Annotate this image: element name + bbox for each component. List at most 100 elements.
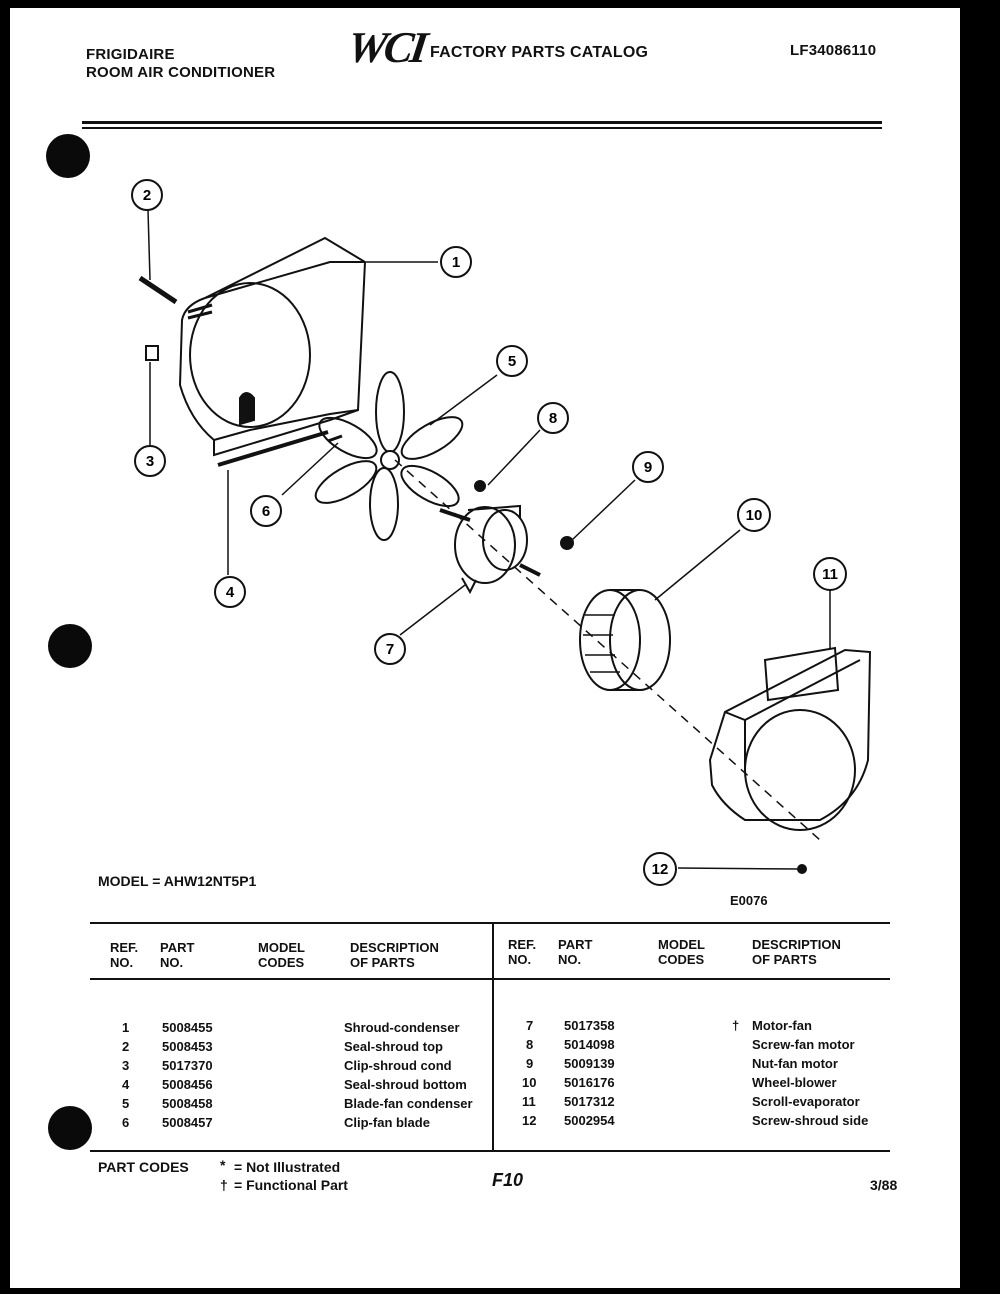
seal-bottom-part	[217, 430, 329, 467]
callout-7: 7	[374, 633, 406, 665]
header-rule-thin	[82, 127, 882, 129]
svg-text:6: 6	[262, 503, 270, 520]
part-no: 5008456	[162, 1077, 213, 1092]
clip-part	[145, 345, 159, 361]
brand-name: FRIGIDAIRE	[86, 46, 175, 63]
product-name: ROOM AIR CONDITIONER	[86, 64, 276, 81]
svg-text:1: 1	[452, 254, 460, 271]
part-no: 5002954	[564, 1113, 615, 1128]
callout-6: 6	[250, 495, 282, 527]
drawing-code: E0076	[730, 893, 768, 908]
callout-8: 8	[537, 402, 569, 434]
binder-hole	[48, 1106, 92, 1150]
fan-motor-part	[439, 504, 541, 595]
part-description: Nut-fan motor	[752, 1056, 838, 1071]
part-no: 5008457	[162, 1115, 213, 1130]
fan-blade-part	[314, 371, 464, 541]
part-codes-label: PART CODES	[98, 1159, 189, 1175]
svg-text:10: 10	[746, 507, 763, 524]
svg-text:3: 3	[146, 453, 154, 470]
svg-text:12: 12	[652, 861, 669, 878]
part-description: Shroud-condenser	[344, 1020, 460, 1035]
catalog-title: FACTORY PARTS CATALOG	[430, 44, 649, 61]
ref-no: 1	[122, 1020, 130, 1035]
part-no: 5014098	[564, 1037, 615, 1052]
callout-9: 9	[632, 451, 664, 483]
part-no: 5008455	[162, 1020, 213, 1035]
svg-text:2: 2	[143, 187, 151, 204]
ref-no: 12	[522, 1113, 537, 1128]
code-not-illustrated: = Not Illustrated	[234, 1159, 341, 1175]
condenser-shroud-part	[178, 236, 367, 457]
part-no: 5017312	[564, 1094, 615, 1109]
svg-text:8: 8	[549, 410, 557, 427]
part-description: Screw-fan motor	[752, 1037, 855, 1052]
svg-text:4: 4	[226, 584, 235, 601]
part-no: 5017358	[564, 1018, 615, 1033]
part-description: Screw-shroud side	[752, 1113, 869, 1128]
model-code: †	[732, 1018, 740, 1033]
svg-text:9: 9	[644, 459, 652, 476]
code-functional-part: = Functional Part	[234, 1177, 348, 1193]
part-description: Scroll-evaporator	[752, 1094, 860, 1109]
binder-hole	[48, 624, 92, 668]
callout-3: 3	[134, 445, 166, 477]
ref-no: 6	[122, 1115, 130, 1130]
nut-motor-part	[560, 536, 574, 550]
part-description: Motor-fan	[752, 1018, 812, 1033]
callout-1: 1	[440, 246, 472, 278]
callout-11: 11	[813, 557, 847, 591]
ref-no: 3	[122, 1058, 130, 1073]
screw-shroud-part	[797, 864, 807, 874]
ref-no: 11	[522, 1094, 536, 1109]
part-description: Blade-fan condenser	[344, 1096, 473, 1111]
callout-2: 2	[131, 179, 163, 211]
part-no: 5008453	[162, 1039, 213, 1054]
table-column-divider	[492, 922, 494, 1151]
seal-top-part	[138, 275, 178, 305]
header-rule	[82, 121, 882, 124]
callout-10: 10	[737, 498, 771, 532]
part-description: Wheel-blower	[752, 1075, 837, 1090]
part-no: 5008458	[162, 1096, 213, 1111]
ref-no: 5	[122, 1096, 130, 1111]
callout-labels: 1 2 3 4 5 6 7 8 9 10 11 12	[131, 179, 847, 886]
scroll-evaporator-part	[708, 646, 872, 831]
ref-no: 4	[122, 1077, 130, 1092]
part-description: Seal-shroud bottom	[344, 1077, 467, 1092]
header-ref-no-right: REF.NO.	[508, 937, 537, 967]
table-header-rule	[90, 978, 890, 980]
part-description: Clip-fan blade	[344, 1115, 430, 1130]
header-ref-no-left: REF.NO.	[110, 940, 139, 970]
screw-motor-part	[474, 480, 486, 492]
table-bottom-rule	[90, 1150, 890, 1152]
ref-no: 10	[522, 1075, 537, 1090]
catalog-sheet	[10, 8, 960, 1288]
issue-date: 3/88	[870, 1177, 898, 1193]
svg-text:7: 7	[386, 641, 394, 658]
page-code: F10	[492, 1170, 524, 1190]
svg-text:5: 5	[508, 353, 516, 370]
exploded-parts-diagram: 1 2 3 4 5 6 7 8 9 10 11 12	[131, 179, 872, 886]
blower-wheel-part	[579, 589, 671, 691]
ref-no: 8	[526, 1037, 534, 1052]
part-no: 5017370	[162, 1058, 213, 1073]
binder-hole	[46, 134, 90, 178]
callout-12: 12	[643, 852, 677, 886]
svg-text:11: 11	[822, 566, 838, 583]
callout-4: 4	[214, 576, 246, 608]
ref-no: 9	[526, 1056, 534, 1071]
clip-fan-part	[327, 434, 343, 443]
model-number: MODEL = AHW12NT5P1	[98, 873, 257, 889]
part-description: Seal-shroud top	[344, 1039, 443, 1054]
part-no: 5009139	[564, 1056, 615, 1071]
part-no: 5016176	[564, 1075, 615, 1090]
ref-no: 2	[122, 1039, 130, 1054]
catalog-number: LF34086110	[790, 42, 877, 59]
table-top-rule	[90, 922, 890, 924]
